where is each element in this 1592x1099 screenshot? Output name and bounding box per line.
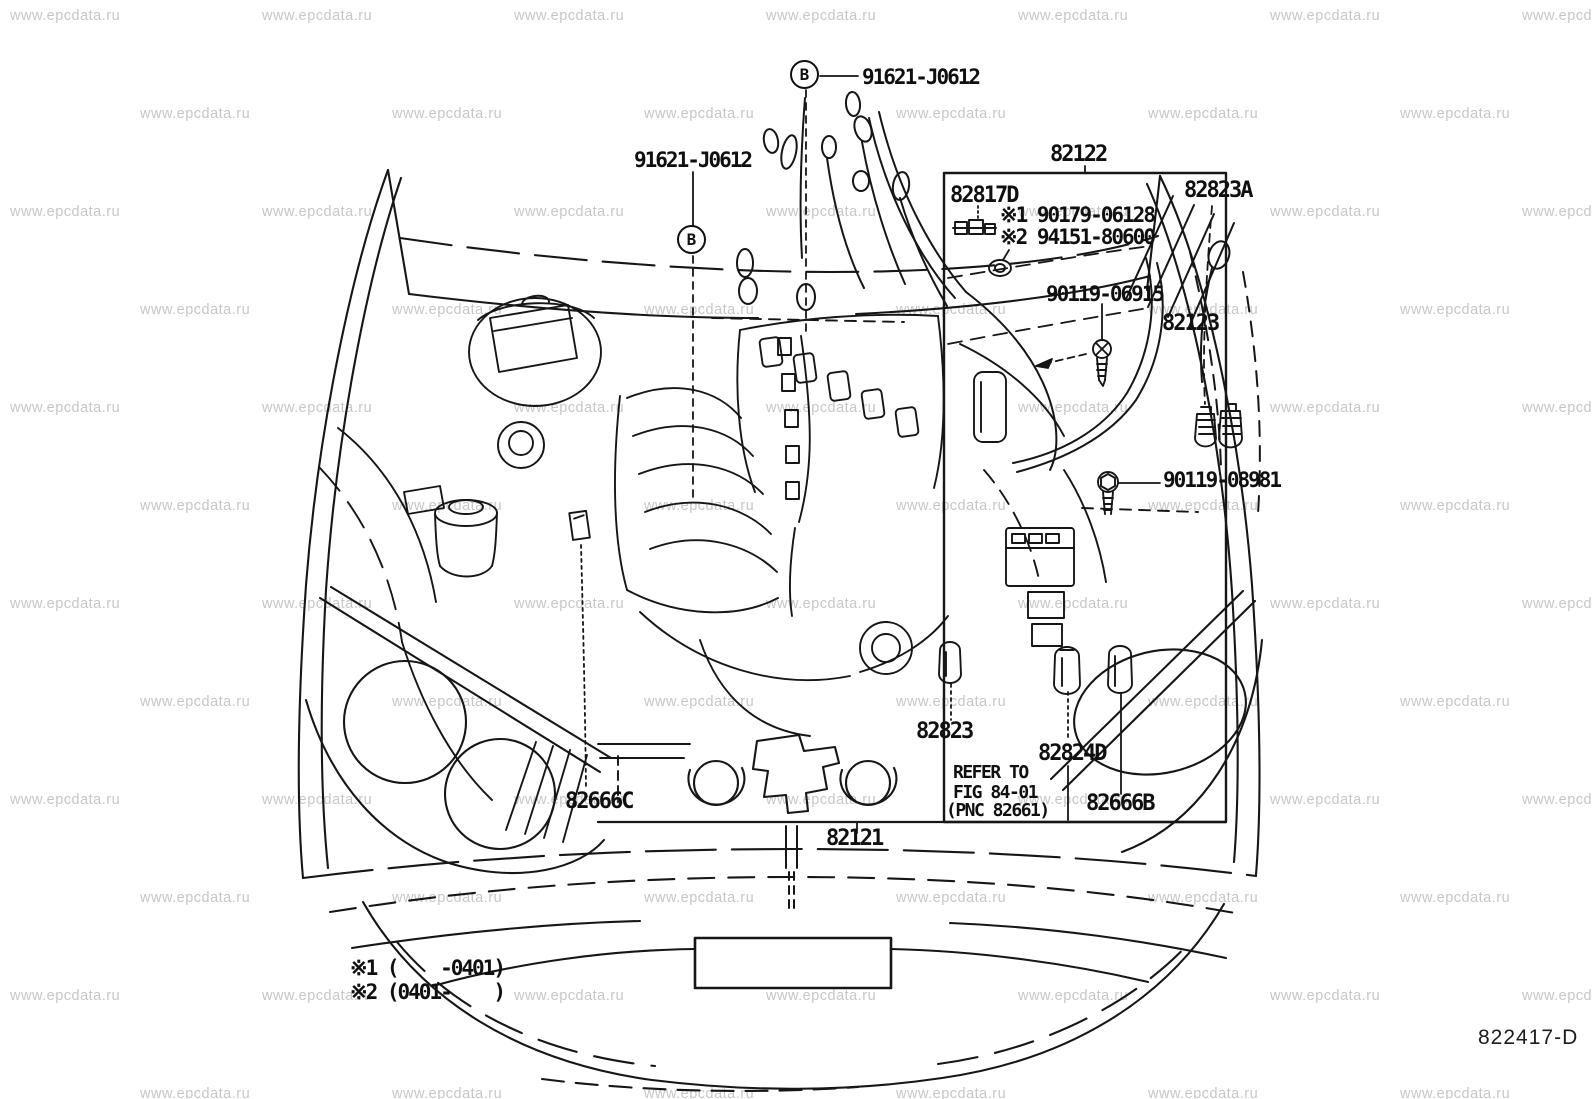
watermark-text: www.epcdata.ru (262, 8, 373, 24)
watermark-text: www.epcdata.ru (644, 890, 755, 906)
watermark-text: www.epcdata.ru (766, 204, 877, 220)
connector-82666B-icon (1107, 645, 1133, 694)
watermark-text: www.epcdata.ru (1400, 498, 1511, 514)
watermark-text: www.epcdata.ru (896, 694, 1007, 710)
watermark-text: www.epcdata.ru (1400, 1086, 1511, 1099)
watermark-text: www.epcdata.ru (10, 400, 121, 416)
front-bumper (301, 733, 1258, 1093)
headlamps (304, 585, 1264, 874)
watermark-text: www.epcdata.ru (644, 302, 755, 318)
watermark-text: www.epcdata.ru (140, 890, 251, 906)
watermark-text: www.epcdata.ru (140, 106, 251, 122)
watermark-text: www.epcdata.ru (766, 988, 877, 1004)
watermark-text: www.epcdata.ru (10, 988, 121, 1004)
watermark-text: www.epcdata.ru (262, 596, 373, 612)
watermark-text: www.epcdata.ru (140, 694, 251, 710)
watermark-text: www.epcdata.ru (1522, 204, 1592, 220)
watermark-text: www.epcdata.ru (262, 792, 373, 808)
circled-b-marker-left: B (677, 225, 706, 254)
circled-b-marker-top: B (790, 60, 819, 89)
watermark-text: www.epcdata.ru (1522, 596, 1592, 612)
watermark-text: www.epcdata.ru (766, 596, 877, 612)
watermark-text: www.epcdata.ru (514, 400, 625, 416)
watermark-text: www.epcdata.ru (1018, 792, 1129, 808)
watermark-text: www.epcdata.ru (10, 8, 121, 24)
watermark-text: www.epcdata.ru (262, 400, 373, 416)
clamp-82817D-icon (952, 219, 997, 235)
watermark-text: www.epcdata.ru (1148, 1086, 1259, 1099)
connector-glyphs (568, 219, 1243, 695)
watermark-text: www.epcdata.ru (1018, 400, 1129, 416)
engine-block (614, 313, 1199, 737)
connector-82666C-icon (568, 509, 591, 541)
wiring-harness (736, 91, 1261, 909)
watermark-text: www.epcdata.ru (1400, 694, 1511, 710)
connector-82823-icon (938, 641, 962, 684)
watermark-text: www.epcdata.ru (1400, 106, 1511, 122)
watermark-text: www.epcdata.ru (1522, 792, 1592, 808)
watermark-text: www.epcdata.ru (1270, 792, 1381, 808)
watermark-text: www.epcdata.ru (766, 400, 877, 416)
watermark-text: www.epcdata.ru (1522, 400, 1592, 416)
watermark-text: www.epcdata.ru (140, 302, 251, 318)
watermark-text: www.epcdata.ru (1270, 8, 1381, 24)
watermark-text: www.epcdata.ru (1148, 106, 1259, 122)
watermark-text: www.epcdata.ru (896, 498, 1007, 514)
watermark-text: www.epcdata.ru (1148, 498, 1259, 514)
watermark-text: www.epcdata.ru (514, 792, 625, 808)
bolt-90119-08981-icon (1097, 471, 1119, 515)
watermark-text: www.epcdata.ru (1148, 890, 1259, 906)
watermark-text: www.epcdata.ru (140, 498, 251, 514)
watermark-text: www.epcdata.ru (896, 106, 1007, 122)
watermark-text: www.epcdata.ru (1270, 400, 1381, 416)
watermark-text: www.epcdata.ru (514, 204, 625, 220)
watermark-text: www.epcdata.ru (392, 890, 503, 906)
watermark-text: www.epcdata.ru (514, 596, 625, 612)
watermark-text: www.epcdata.ru (1400, 302, 1511, 318)
watermark-text: www.epcdata.ru (644, 106, 755, 122)
watermark-text: www.epcdata.ru (392, 302, 503, 318)
watermark-text: www.epcdata.ru (1522, 988, 1592, 1004)
callout-box-82122 (942, 171, 1228, 824)
watermark-text: www.epcdata.ru (392, 498, 503, 514)
watermark-text: www.epcdata.ru (514, 988, 625, 1004)
watermark-text: www.epcdata.ru (262, 204, 373, 220)
watermark-text: www.epcdata.ru (1018, 204, 1129, 220)
watermark-text: www.epcdata.ru (896, 1086, 1007, 1099)
watermark-text: www.epcdata.ru (392, 1086, 503, 1099)
watermark-text: www.epcdata.ru (10, 596, 121, 612)
license-plate (693, 936, 893, 990)
watermark-text: www.epcdata.ru (896, 890, 1007, 906)
watermark-text: www.epcdata.ru (514, 8, 625, 24)
watermark-text: www.epcdata.ru (10, 204, 121, 220)
connector-82824D-icon (1053, 646, 1081, 695)
watermark-text: www.epcdata.ru (392, 694, 503, 710)
watermark-text: www.epcdata.ru (644, 694, 755, 710)
watermark-text: www.epcdata.ru (1018, 596, 1129, 612)
bolt-90119-06915-icon (1092, 339, 1112, 387)
watermark-text: www.epcdata.ru (766, 8, 877, 24)
watermark-text: www.epcdata.ru (644, 1086, 755, 1099)
watermark-text: www.epcdata.ru (1018, 988, 1129, 1004)
center-bracket (751, 733, 841, 815)
car-body-outline (297, 168, 1261, 880)
watermark-text: www.epcdata.ru (1270, 596, 1381, 612)
watermark-text: www.epcdata.ru (1400, 890, 1511, 906)
watermark-text: www.epcdata.ru (1018, 8, 1129, 24)
watermark-text: www.epcdata.ru (262, 988, 373, 1004)
watermark-text: www.epcdata.ru (1270, 204, 1381, 220)
watermark-text: www.epcdata.ru (10, 792, 121, 808)
watermark-text: www.epcdata.ru (392, 106, 503, 122)
watermark-text: www.epcdata.ru (140, 1086, 251, 1099)
left-engine-bay-parts (319, 294, 691, 843)
watermark-text: www.epcdata.ru (1522, 8, 1592, 24)
watermark-text: www.epcdata.ru (644, 498, 755, 514)
callout-lines (580, 75, 1228, 834)
watermark-text: www.epcdata.ru (1148, 694, 1259, 710)
watermark-text: www.epcdata.ru (1270, 988, 1381, 1004)
